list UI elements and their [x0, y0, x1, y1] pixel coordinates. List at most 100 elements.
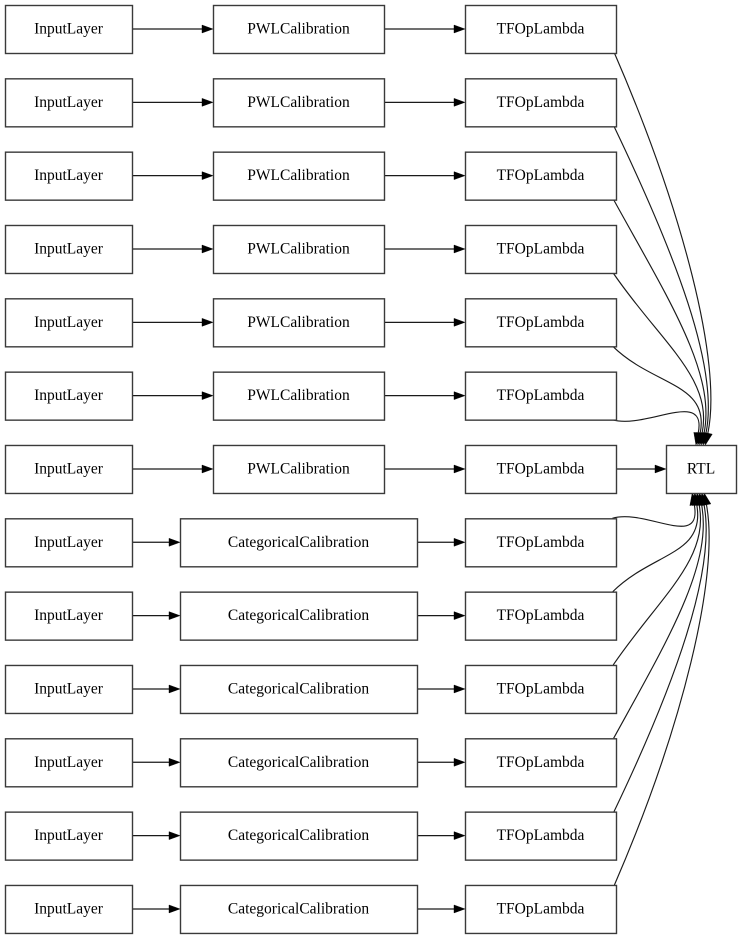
edge-input-to-calibration-5 — [132, 391, 214, 400]
edge-calibration-to-lambda-3 — [384, 244, 466, 254]
edge-calibration-to-lambda-2 — [384, 171, 466, 180]
node-input-layer-4-label: InputLayer — [34, 314, 104, 331]
node-tfoplambda-9-label: TFOpLambda — [497, 681, 585, 698]
edge-calibration-to-lambda-7 — [417, 538, 466, 547]
node-calibration-2[interactable]: PWLCalibration — [212, 151, 386, 201]
node-input-layer-6-box — [4, 444, 134, 495]
node-calibration-4[interactable]: PWLCalibration — [212, 298, 386, 348]
edge-calibration-to-lambda-8-arrowhead-icon — [453, 611, 466, 620]
node-calibration-7[interactable]: CategoricalCalibration — [179, 518, 419, 568]
node-tfoplambda-11[interactable]: TFOpLambda — [464, 811, 618, 861]
node-calibration-10[interactable]: CategoricalCalibration — [179, 738, 419, 788]
edge-lambda-to-rtl-5-path — [612, 411, 700, 434]
node-input-layer-3-box — [4, 224, 134, 275]
node-calibration-12[interactable]: CategoricalCalibration — [179, 884, 419, 935]
edge-calibration-to-lambda-1 — [384, 98, 466, 107]
edge-lambda-to-rtl-0 — [613, 52, 713, 446]
edge-input-to-calibration-4-arrowhead-icon — [201, 318, 214, 327]
node-input-layer-0[interactable]: InputLayer — [4, 4, 134, 55]
node-calibration-10-box — [179, 738, 419, 788]
edge-calibration-to-lambda-8 — [417, 611, 466, 620]
edge-lambda-to-rtl-12-arrowhead-icon — [701, 492, 712, 506]
edge-lambda-to-rtl-12-path — [613, 504, 710, 886]
node-tfoplambda-10[interactable]: TFOpLambda — [464, 738, 618, 788]
node-tfoplambda-2-label: TFOpLambda — [497, 167, 585, 184]
node-input-layer-6[interactable]: InputLayer — [4, 444, 134, 495]
node-input-layer-1-label: InputLayer — [34, 94, 104, 111]
node-tfoplambda-1[interactable]: TFOpLambda — [464, 78, 618, 128]
node-tfoplambda-5[interactable]: TFOpLambda — [464, 371, 618, 421]
node-calibration-10-label: CategoricalCalibration — [228, 754, 369, 771]
node-tfoplambda-3[interactable]: TFOpLambda — [464, 224, 618, 275]
node-input-layer-11[interactable]: InputLayer — [4, 811, 134, 861]
node-tfoplambda-0[interactable]: TFOpLambda — [464, 4, 618, 55]
node-input-layer-12[interactable]: InputLayer — [4, 884, 134, 935]
node-calibration-7-box — [179, 518, 419, 568]
node-tfoplambda-8-label: TFOpLambda — [497, 607, 585, 624]
node-calibration-9[interactable]: CategoricalCalibration — [179, 664, 419, 715]
edge-calibration-to-lambda-11-arrowhead-icon — [453, 831, 466, 840]
edge-lambda-to-rtl-6-arrowhead-icon — [654, 464, 667, 474]
node-calibration-7-label: CategoricalCalibration — [228, 534, 369, 551]
node-calibration-11-label: CategoricalCalibration — [228, 827, 369, 844]
edge-input-to-calibration-3-arrowhead-icon — [201, 244, 214, 254]
node-input-layer-3[interactable]: InputLayer — [4, 224, 134, 275]
edge-calibration-to-lambda-11 — [417, 831, 466, 840]
node-input-layer-10[interactable]: InputLayer — [4, 738, 134, 788]
node-calibration-0[interactable]: PWLCalibration — [212, 4, 386, 55]
edge-calibration-to-lambda-0-arrowhead-icon — [453, 24, 466, 34]
node-calibration-0-box — [212, 4, 386, 55]
node-calibration-5[interactable]: PWLCalibration — [212, 371, 386, 421]
node-tfoplambda-2[interactable]: TFOpLambda — [464, 151, 618, 201]
node-tfoplambda-8[interactable]: TFOpLambda — [464, 591, 618, 641]
node-calibration-11[interactable]: CategoricalCalibration — [179, 811, 419, 861]
node-input-layer-4[interactable]: InputLayer — [4, 298, 134, 348]
node-input-layer-7-label: InputLayer — [34, 534, 104, 551]
node-input-layer-3-label: InputLayer — [34, 241, 104, 258]
node-tfoplambda-6[interactable]: TFOpLambda — [464, 444, 618, 495]
node-rtl[interactable]: RTL — [665, 444, 738, 495]
node-tfoplambda-12[interactable]: TFOpLambda — [464, 884, 618, 935]
node-tfoplambda-9[interactable]: TFOpLambda — [464, 664, 618, 715]
node-input-layer-2[interactable]: InputLayer — [4, 151, 134, 201]
node-calibration-3[interactable]: PWLCalibration — [212, 224, 386, 275]
node-input-layer-1[interactable]: InputLayer — [4, 78, 134, 128]
node-input-layer-9[interactable]: InputLayer — [4, 664, 134, 715]
node-input-layer-5[interactable]: InputLayer — [4, 371, 134, 421]
node-tfoplambda-9-box — [464, 664, 618, 715]
edge-lambda-to-rtl-5-arrowhead-icon — [693, 432, 703, 446]
edge-lambda-to-rtl-10-path — [613, 504, 704, 739]
node-input-layer-8[interactable]: InputLayer — [4, 591, 134, 641]
node-calibration-8[interactable]: CategoricalCalibration — [179, 591, 419, 641]
edge-lambda-to-rtl-2-path — [613, 199, 707, 434]
edge-lambda-to-rtl-4 — [612, 345, 705, 446]
edge-calibration-to-lambda-12 — [417, 904, 466, 914]
node-tfoplambda-12-box — [464, 884, 618, 935]
edge-lambda-to-rtl-6 — [616, 464, 667, 474]
node-tfoplambda-7[interactable]: TFOpLambda — [464, 518, 618, 568]
node-tfoplambda-4[interactable]: TFOpLambda — [464, 298, 618, 348]
edge-calibration-to-lambda-5-arrowhead-icon — [453, 391, 466, 400]
edge-lambda-to-rtl-9 — [612, 492, 704, 666]
edge-input-to-calibration-7-arrowhead-icon — [168, 538, 181, 547]
node-input-layer-2-box — [4, 151, 134, 201]
edge-input-to-calibration-1-arrowhead-icon — [201, 98, 214, 107]
node-input-layer-7[interactable]: InputLayer — [4, 518, 134, 568]
node-input-layer-9-label: InputLayer — [34, 681, 104, 698]
edge-input-to-calibration-12-arrowhead-icon — [168, 904, 181, 914]
node-input-layer-10-box — [4, 738, 134, 788]
node-calibration-0-label: PWLCalibration — [247, 21, 350, 38]
node-calibration-1-box — [212, 78, 386, 128]
node-calibration-2-box — [212, 151, 386, 201]
node-rtl-box — [665, 444, 738, 495]
node-tfoplambda-10-label: TFOpLambda — [497, 754, 585, 771]
node-tfoplambda-0-box — [464, 4, 618, 55]
node-input-layer-4-box — [4, 298, 134, 348]
edge-calibration-to-lambda-9 — [417, 684, 466, 694]
node-calibration-6[interactable]: PWLCalibration — [212, 444, 386, 495]
edge-input-to-calibration-1 — [132, 98, 214, 107]
node-tfoplambda-4-label: TFOpLambda — [497, 314, 585, 331]
node-calibration-1[interactable]: PWLCalibration — [212, 78, 386, 128]
node-tfoplambda-1-box — [464, 78, 618, 128]
